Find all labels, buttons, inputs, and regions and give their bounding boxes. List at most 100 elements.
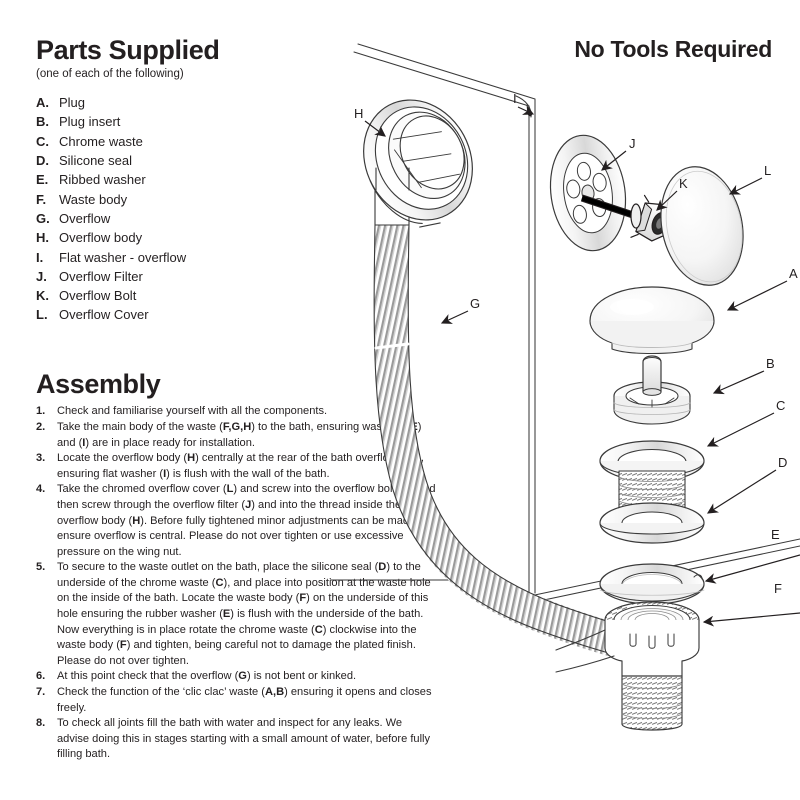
parts-list-item: B. Plug insert xyxy=(36,112,336,131)
callout-labels: H I J K L A B C D E F G xyxy=(354,91,798,596)
ribbed-washer-E xyxy=(599,563,705,605)
assembly-step: 7. Check the function of the ‘clic clac’ … xyxy=(36,685,436,716)
assembly-step: 6. At this point check that the overflow … xyxy=(36,669,436,685)
overflow-body-H xyxy=(363,99,473,228)
parts-list-item-letter: E. xyxy=(36,172,49,188)
assembly-step-number: 2. xyxy=(36,420,46,433)
parts-list-item: G. Overflow xyxy=(36,209,336,228)
parts-list-item-name: Overflow Cover xyxy=(59,307,149,323)
leader-K xyxy=(656,190,678,211)
parts-supplied-panel: Parts Supplied (one of each of the follo… xyxy=(36,36,336,341)
assembly-step-number: 5. xyxy=(36,561,46,574)
parts-list-item-letter: G. xyxy=(36,210,50,226)
assembly-step-text: Take the main body of the waste (F,G,H) … xyxy=(57,420,422,449)
parts-list-item-name: Overflow xyxy=(59,210,111,226)
callout-label-C: C xyxy=(776,398,785,413)
leader-I xyxy=(517,105,535,115)
callout-label-F: F xyxy=(774,581,782,596)
parts-list-item-name: Overflow Bolt xyxy=(59,288,137,304)
parts-list-item: C. Chrome waste xyxy=(36,132,336,151)
callout-label-L: L xyxy=(764,163,771,178)
leader-H xyxy=(364,120,386,137)
parts-list-item-letter: B. xyxy=(36,114,49,130)
parts-supplied-subtitle: (one of each of the following) xyxy=(36,68,184,81)
parts-list-item-letter: I. xyxy=(36,249,44,265)
leader-E xyxy=(704,554,800,584)
parts-list-item-name: Plug insert xyxy=(59,114,121,130)
assembly-step-text: To check all joints fill the bath with w… xyxy=(57,717,431,761)
assembly-step-text: Check and familiarise yourself with all … xyxy=(57,405,328,418)
assembly-step-number: 7. xyxy=(36,686,46,699)
parts-list-item-name: Flat washer - overflow xyxy=(59,249,187,265)
parts-list-item-name: Overflow Filter xyxy=(59,268,143,284)
assembly-step-number: 6. xyxy=(36,670,46,683)
bath-base-plane xyxy=(330,538,800,605)
assembly-step-number: 8. xyxy=(36,717,46,730)
leader-A xyxy=(726,280,788,311)
parts-list-item-letter: K. xyxy=(36,288,49,304)
overflow-filter-J xyxy=(549,134,627,252)
parts-list-item-letter: F. xyxy=(36,191,47,207)
assembly-step: 2. Take the main body of the waste (F,G,H… xyxy=(36,420,436,451)
assembly-step: 3. Locate the overflow body (H) centrally… xyxy=(36,451,436,482)
assembly-step: 1. Check and familiarise yourself with al… xyxy=(36,404,436,420)
callout-label-K: K xyxy=(679,176,688,191)
parts-list-item: A. Plug xyxy=(36,93,336,112)
overflow-cover-L xyxy=(660,166,744,286)
assembly-step-number: 3. xyxy=(36,452,46,465)
assembly-step-text: Locate the overflow body (H) centrally a… xyxy=(57,452,424,480)
flat-washer-I xyxy=(515,95,533,118)
no-tools-required-heading: No Tools Required xyxy=(574,36,772,62)
leader-C xyxy=(706,412,775,447)
assembly-step-text: At this point check that the overflow (G… xyxy=(57,670,357,683)
parts-list-item: K. Overflow Bolt xyxy=(36,286,336,305)
assembly-steps-list: 1. Check and familiarise yourself with al… xyxy=(36,404,436,763)
assembly-step-text: Check the function of the ‘clic clac’ wa… xyxy=(57,686,432,714)
callout-label-A: A xyxy=(789,266,798,281)
plug-A xyxy=(589,286,715,355)
parts-list-item: I. Flat washer - overflow xyxy=(36,248,336,267)
plug-insert-B xyxy=(613,355,691,425)
callout-label-B: B xyxy=(766,356,775,371)
callout-label-G: G xyxy=(470,296,480,311)
assembly-step: 8. To check all joints fill the bath with… xyxy=(36,716,436,763)
leader-G xyxy=(440,310,469,324)
leader-D xyxy=(706,469,777,514)
parts-list-item-letter: H. xyxy=(36,230,49,246)
assembly-step-text: Take the chromed overflow cover (L) and … xyxy=(57,483,436,558)
assembly-step-number: 4. xyxy=(36,483,46,496)
callout-label-H: H xyxy=(354,106,363,121)
parts-list-item-name: Overflow body xyxy=(59,230,143,246)
silicone-seal-D xyxy=(599,502,705,544)
leader-F xyxy=(702,612,800,627)
parts-list-item: F. Waste body xyxy=(36,190,336,209)
callout-label-E: E xyxy=(771,527,780,542)
parts-supplied-heading: Parts Supplied xyxy=(36,35,220,65)
assembly-panel: Assembly 1. Check and familiarise yoursel… xyxy=(36,370,436,779)
leader-B xyxy=(712,370,765,395)
parts-list-item-letter: J. xyxy=(36,268,47,284)
exploded-assembly-diagram: H I J K L A B C D E F G xyxy=(330,18,800,738)
assembly-heading: Assembly xyxy=(36,369,161,399)
leader-J xyxy=(601,150,627,171)
parts-list-item-name: Chrome waste xyxy=(59,133,143,149)
parts-list-item-name: Plug xyxy=(59,95,86,111)
callout-label-D: D xyxy=(778,455,787,470)
parts-list-item-name: Silicone seal xyxy=(59,153,132,169)
parts-list-item-name: Ribbed washer xyxy=(59,172,146,188)
parts-list-item: E. Ribbed washer xyxy=(36,170,336,189)
waste-body-F xyxy=(555,601,700,731)
parts-list-item: H. Overflow body xyxy=(36,228,336,247)
assembly-step-number: 1. xyxy=(36,405,46,418)
parts-list-item-letter: C. xyxy=(36,133,49,149)
leader-L xyxy=(728,177,763,195)
parts-list-item: L. Overflow Cover xyxy=(36,305,336,324)
callout-label-J: J xyxy=(629,136,636,151)
parts-list-item-letter: L. xyxy=(36,307,48,323)
parts-list-item-letter: D. xyxy=(36,153,49,169)
parts-list-item-letter: A. xyxy=(36,95,49,111)
assembly-step: 4. Take the chromed overflow cover (L) an… xyxy=(36,482,436,560)
parts-list-item: J. Overflow Filter xyxy=(36,267,336,286)
parts-list-item-name: Waste body xyxy=(59,191,128,207)
